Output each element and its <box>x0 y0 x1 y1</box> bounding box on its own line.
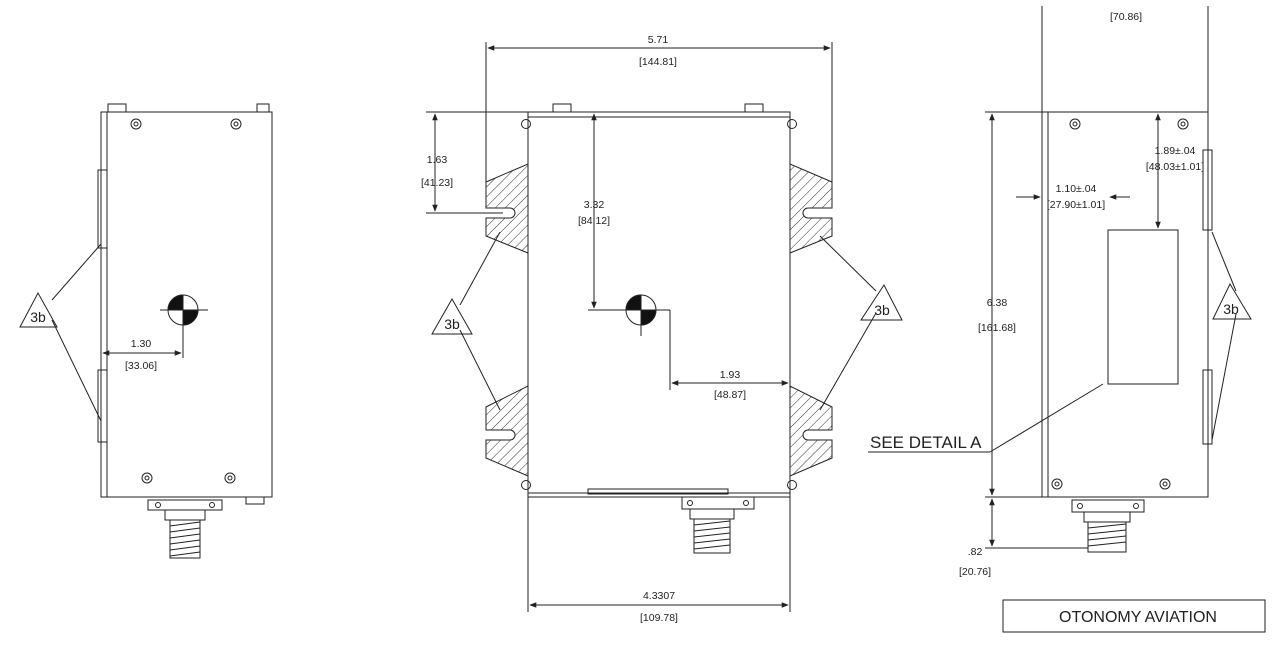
title-block <box>1002 599 1266 633</box>
detail-a-window <box>1107 229 1179 385</box>
front-cg-horizontal-in: 1.93 <box>720 369 741 381</box>
see-detail-a-callout: SEE DETAIL A <box>870 433 982 452</box>
right-enclosure-body <box>1041 111 1209 498</box>
left-note-triangle <box>19 291 58 328</box>
front-left-brackets <box>485 163 529 477</box>
left-cg-offset-in: 1.30 <box>131 338 152 350</box>
front-right-note-label: 3b <box>874 302 890 318</box>
right-detail-side-in: 1.10±.04 <box>1056 183 1097 195</box>
right-connector <box>1071 499 1145 553</box>
left-enclosure-body <box>100 111 273 498</box>
front-width-bottom-in: 4.3307 <box>643 590 675 602</box>
dimension-labels: 1.30 [33.06] 3b 5.71 [144.81] 1.63 [41.2… <box>30 11 1239 626</box>
right-top-width-mm: [70.86] <box>1110 11 1142 23</box>
right-note-triangle <box>1212 282 1252 320</box>
front-right-note-triangle <box>860 284 903 321</box>
front-left-note-triangle <box>431 297 473 335</box>
right-connector-in: .82 <box>968 546 983 558</box>
left-cg-offset-mm: [33.06] <box>125 360 157 372</box>
front-view <box>426 42 903 612</box>
right-detail-top-in: 1.89±.04 <box>1155 145 1196 157</box>
right-height-mm: [161.68] <box>978 322 1016 334</box>
right-height-in: 6.38 <box>987 297 1008 309</box>
left-side-view <box>19 103 273 559</box>
front-cg-vertical-in: 3.32 <box>584 199 605 211</box>
right-detail-top-mm: [48.03±1.01] <box>1146 161 1204 173</box>
front-width-top-in: 5.71 <box>648 34 669 46</box>
front-slot-height-in: 1.63 <box>427 154 448 166</box>
left-connector <box>147 499 223 559</box>
right-note-label: 3b <box>1223 301 1239 317</box>
right-connector-mm: [20.76] <box>959 566 991 578</box>
front-slot-height-mm: [41.23] <box>421 177 453 189</box>
front-left-note-label: 3b <box>444 316 460 332</box>
front-width-bottom-mm: [109.78] <box>640 612 678 624</box>
front-enclosure-body <box>527 111 791 498</box>
front-width-top-mm: [144.81] <box>639 56 677 68</box>
company-name: OTONOMY AVIATION <box>1059 609 1217 626</box>
front-cg-horizontal-mm: [48.87] <box>714 389 746 401</box>
right-detail-side-mm: [27.90±1.01] <box>1047 199 1105 211</box>
front-connector <box>681 496 755 554</box>
front-right-brackets <box>789 163 833 477</box>
front-cg-vertical-mm: [84.12] <box>578 215 610 227</box>
left-note-label: 3b <box>30 309 46 325</box>
right-side-view <box>868 6 1252 553</box>
